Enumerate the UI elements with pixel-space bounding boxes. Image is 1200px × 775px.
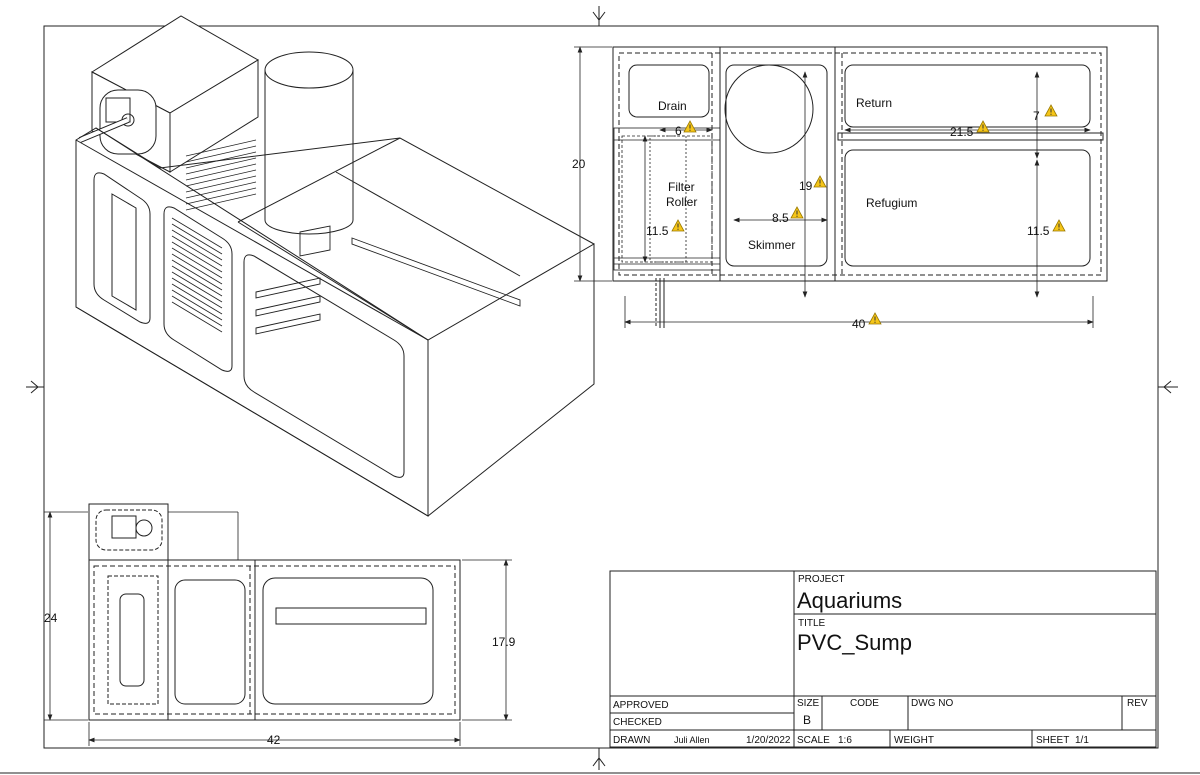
warning-icon xyxy=(683,120,697,133)
filter-roller-label-line2: Roller xyxy=(666,195,697,209)
iso-grill xyxy=(171,139,257,333)
warning-icon xyxy=(868,312,882,325)
dwg-no-label: DWG NO xyxy=(911,698,953,709)
warning-icons xyxy=(671,104,1066,325)
filter-roller-label-line1: Filter xyxy=(668,180,695,194)
center-marker-top xyxy=(592,6,606,26)
dim-overall-length-42: 42 xyxy=(267,733,281,747)
isometric-view xyxy=(75,15,595,517)
drawing-title: PVC_Sump xyxy=(797,630,912,655)
rev-label: REV xyxy=(1127,698,1148,709)
size-value: B xyxy=(803,713,811,727)
warning-icon xyxy=(813,175,827,188)
sheet-label: SHEET xyxy=(1036,735,1069,746)
title-label: TITLE xyxy=(798,618,826,629)
return-chamber xyxy=(844,64,1091,128)
return-label: Return xyxy=(856,96,892,110)
title-block-text: PROJECT Aquariums TITLE PVC_Sump APPROVE… xyxy=(613,574,1148,746)
center-marker-left xyxy=(26,380,44,394)
drawn-by: Juli Allen xyxy=(674,735,710,745)
dim-skimmer-width: 8.5 xyxy=(772,211,789,225)
warning-icon xyxy=(790,206,804,219)
drain-label: Drain xyxy=(658,99,687,113)
drawn-date: 1/20/2022 xyxy=(746,735,791,746)
project-name: Aquariums xyxy=(797,588,902,613)
top-view xyxy=(574,46,1108,328)
drawn-label: DRAWN xyxy=(613,735,650,746)
dim-return-width: 21.5 xyxy=(950,125,974,139)
size-label: SIZE xyxy=(797,698,820,709)
code-label: CODE xyxy=(850,698,879,709)
approved-label: APPROVED xyxy=(613,700,669,711)
iso-tank xyxy=(75,127,595,517)
warning-icon xyxy=(671,219,685,232)
skimmer-label: Skimmer xyxy=(748,238,795,252)
return-baffle xyxy=(837,132,1104,141)
filter-roller xyxy=(613,127,721,271)
dim-overall-length-40: 40 xyxy=(852,317,866,331)
dim-drain-width: 6 xyxy=(675,124,682,138)
top-dims xyxy=(574,46,1094,328)
scale-value: 1:6 xyxy=(838,735,852,746)
front-view xyxy=(44,503,512,746)
front-dims xyxy=(44,511,512,746)
dim-overall-height-24: 24 xyxy=(44,611,58,625)
refugium-label: Refugium xyxy=(866,196,917,210)
dim-filter-height: 11.5 xyxy=(646,224,669,238)
dim-return-height: 7 xyxy=(1033,109,1040,123)
checked-label: CHECKED xyxy=(613,717,662,728)
dim-skimmer-height: 19 xyxy=(799,179,813,193)
dim-body-height: 17.9 xyxy=(492,635,516,649)
warning-icon xyxy=(1044,104,1058,117)
skimmer-circle xyxy=(724,64,814,154)
iso-cylinder xyxy=(264,51,354,235)
top-view-labels: Drain Filter Roller Skimmer Return Refug… xyxy=(572,96,1050,331)
scale-label: SCALE xyxy=(797,735,830,746)
sheet-border xyxy=(0,6,1200,774)
dim-height-20: 20 xyxy=(572,157,586,171)
weight-label: WEIGHT xyxy=(894,735,934,746)
title-block xyxy=(609,570,1157,748)
center-marker-right xyxy=(1158,380,1178,394)
warning-icon xyxy=(1052,219,1066,232)
dim-refugium-height: 11.5 xyxy=(1027,224,1050,238)
drain-chamber xyxy=(628,64,710,118)
iso-slots xyxy=(255,225,521,335)
refugium-chamber xyxy=(844,149,1091,267)
front-view-labels: 24 17.9 42 xyxy=(44,611,516,747)
iso-pump-box xyxy=(78,15,259,173)
project-label: PROJECT xyxy=(798,574,845,585)
center-marker-bottom xyxy=(592,748,606,770)
sheet-value: 1/1 xyxy=(1075,735,1089,746)
skimmer-chamber xyxy=(725,64,828,267)
